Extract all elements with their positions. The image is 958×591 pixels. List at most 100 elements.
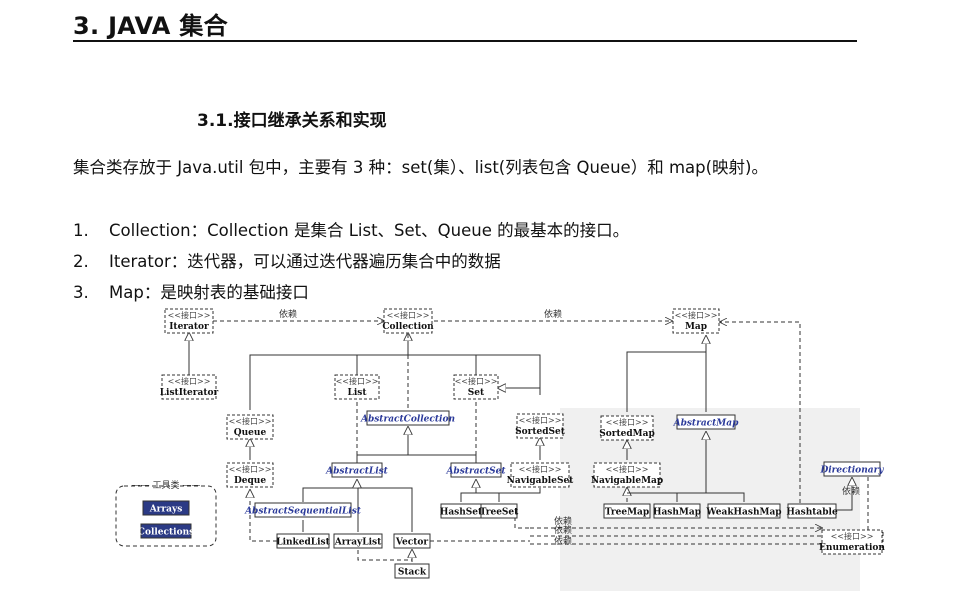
inherit-line bbox=[302, 480, 357, 502]
node-navigablemap: <<接口>> NavigableMap bbox=[591, 462, 663, 488]
node-label: Vector bbox=[395, 538, 429, 548]
node-queue: <<接口>> Queue bbox=[226, 414, 274, 440]
dependency-label: 依赖 bbox=[279, 308, 297, 320]
implement-line bbox=[250, 490, 277, 542]
node-listiterator: <<接口>>ListIterator bbox=[160, 374, 219, 400]
node-collections: Collections bbox=[138, 523, 194, 539]
node-set: <<接口>> Set bbox=[453, 374, 499, 400]
inherit-line bbox=[358, 487, 413, 532]
node-abstractset: AbstractSet bbox=[445, 462, 506, 478]
node-label: ListIterator bbox=[160, 388, 219, 398]
node-label: AbstractCollection bbox=[360, 415, 455, 425]
node-abstractmap: AbstractMap bbox=[673, 414, 740, 430]
node-sortedmap: <<接口>>SortedMap bbox=[599, 415, 655, 441]
node-label: Deque bbox=[234, 476, 266, 486]
node-label: HashMap bbox=[653, 508, 701, 518]
list-number: 3. bbox=[73, 283, 89, 302]
node-hashtable: Hashtable bbox=[786, 503, 838, 519]
stereotype-label: <<接口>> bbox=[519, 415, 562, 425]
node-treeset: TreeSet bbox=[480, 503, 519, 519]
node-map: <<接口>> Map bbox=[672, 308, 720, 334]
stereotype-label: <<接口>> bbox=[229, 464, 272, 474]
node-collection: <<接口>>Collection bbox=[382, 308, 434, 334]
node-hashmap: HashMap bbox=[653, 503, 701, 519]
stereotype-label: <<接口>> bbox=[831, 531, 874, 541]
node-navigableset: <<接口>> NavigableSet bbox=[507, 462, 574, 488]
tools-group-label: —— 工具类 —— bbox=[132, 479, 201, 491]
node-label: Arrays bbox=[149, 505, 183, 515]
node-label: SortedMap bbox=[599, 429, 655, 439]
node-abstractcollection: AbstractCollection bbox=[360, 410, 455, 426]
node-label: Map bbox=[685, 322, 707, 332]
node-label: Iterator bbox=[169, 322, 209, 332]
stereotype-label: <<接口>> bbox=[675, 310, 718, 320]
node-label: AbstractSequentialList bbox=[244, 507, 362, 517]
node-weakhashmap: WeakHashMap bbox=[705, 503, 782, 519]
node-abstractsequentiallist: AbstractSequentialList bbox=[244, 502, 362, 518]
node-arrays: Arrays bbox=[142, 500, 190, 516]
node-arraylist: ArrayList bbox=[333, 533, 383, 549]
node-label: WeakHashMap bbox=[705, 508, 781, 518]
list-item: 1. Collection：Collection 是集合 List、Set、Que… bbox=[73, 217, 629, 241]
node-label: AbstractList bbox=[325, 467, 389, 477]
section-heading: 3.1.接口继承关系和实现 bbox=[197, 111, 387, 131]
dependency-label: 依赖 bbox=[544, 308, 562, 320]
dependency-line bbox=[720, 322, 801, 510]
dependency-label: 依赖 bbox=[842, 485, 860, 497]
node-label: SortedSet bbox=[515, 427, 566, 437]
node-label: AbstractMap bbox=[673, 419, 740, 429]
dependency-line bbox=[357, 550, 412, 561]
node-label: List bbox=[348, 388, 368, 398]
node-label: Collections bbox=[138, 528, 194, 538]
stereotype-label: <<接口>> bbox=[387, 310, 430, 320]
node-stack: Stack bbox=[394, 563, 430, 579]
node-label: Hashtable bbox=[786, 508, 838, 518]
node-label: ArrayList bbox=[334, 538, 382, 548]
node-vector: Vector bbox=[393, 533, 431, 549]
node-hashset: HashSet bbox=[440, 503, 483, 519]
node-label: Enumeration bbox=[819, 543, 885, 553]
node-label: NavigableSet bbox=[507, 476, 574, 486]
node-directionary: Directionary bbox=[819, 461, 884, 477]
inherit-line bbox=[836, 478, 852, 511]
node-abstractlist: AbstractList bbox=[325, 462, 389, 478]
dependency-label: 依赖 bbox=[554, 524, 572, 536]
node-label: LinkedList bbox=[276, 538, 330, 548]
title-underline bbox=[73, 40, 857, 42]
list-item: 3. Map：是映射表的基础接口 bbox=[73, 279, 309, 303]
inherit-line bbox=[498, 388, 541, 395]
node-label: Set bbox=[468, 388, 485, 398]
inherit-line bbox=[627, 492, 745, 502]
node-deque: <<接口>> Deque bbox=[226, 462, 274, 488]
node-linkedlist: LinkedList bbox=[276, 533, 331, 549]
node-label: Queue bbox=[234, 428, 267, 438]
list-text: Map：是映射表的基础接口 bbox=[109, 283, 309, 302]
node-label: NavigableMap bbox=[591, 476, 663, 486]
inherit-line bbox=[460, 488, 541, 502]
dependency-label: 依赖 bbox=[554, 535, 572, 547]
node-label: TreeMap bbox=[605, 508, 649, 518]
dependency-line bbox=[514, 517, 530, 529]
node-sortedset: <<接口>> SortedSet bbox=[515, 413, 566, 439]
inherit-line bbox=[356, 454, 477, 463]
node-label: Stack bbox=[398, 568, 427, 578]
collection-hierarchy-diagram: <<接口>>Iterator<<接口>>Collection<<接口>>Map<… bbox=[115, 308, 885, 591]
stereotype-label: <<接口>> bbox=[229, 416, 272, 426]
stereotype-label: <<接口>> bbox=[168, 310, 211, 320]
stereotype-label: <<接口>> bbox=[455, 376, 498, 386]
node-label: AbstractSet bbox=[445, 467, 506, 477]
list-text: Collection：Collection 是集合 List、Set、Queue… bbox=[109, 221, 630, 240]
list-item: 2.Iterator：迭代器，可以通过迭代器遍历集合中的数据 bbox=[73, 248, 501, 272]
stereotype-label: <<接口>> bbox=[606, 464, 649, 474]
list-number: 1. bbox=[73, 221, 89, 240]
tools-group-box bbox=[115, 485, 217, 547]
inherit-line bbox=[626, 351, 706, 412]
node-label: Directionary bbox=[819, 466, 884, 476]
node-treemap: TreeMap bbox=[603, 503, 651, 519]
list-number: 2. bbox=[73, 252, 89, 271]
stereotype-label: <<接口>> bbox=[336, 376, 379, 386]
intro-paragraph: 集合类存放于 Java.util 包中，主要有 3 种：set(集）、list(… bbox=[73, 158, 768, 177]
dependency-label: 依赖 bbox=[554, 515, 572, 527]
node-iterator: <<接口>> Iterator bbox=[164, 308, 214, 334]
stereotype-label: <<接口>> bbox=[519, 464, 562, 474]
